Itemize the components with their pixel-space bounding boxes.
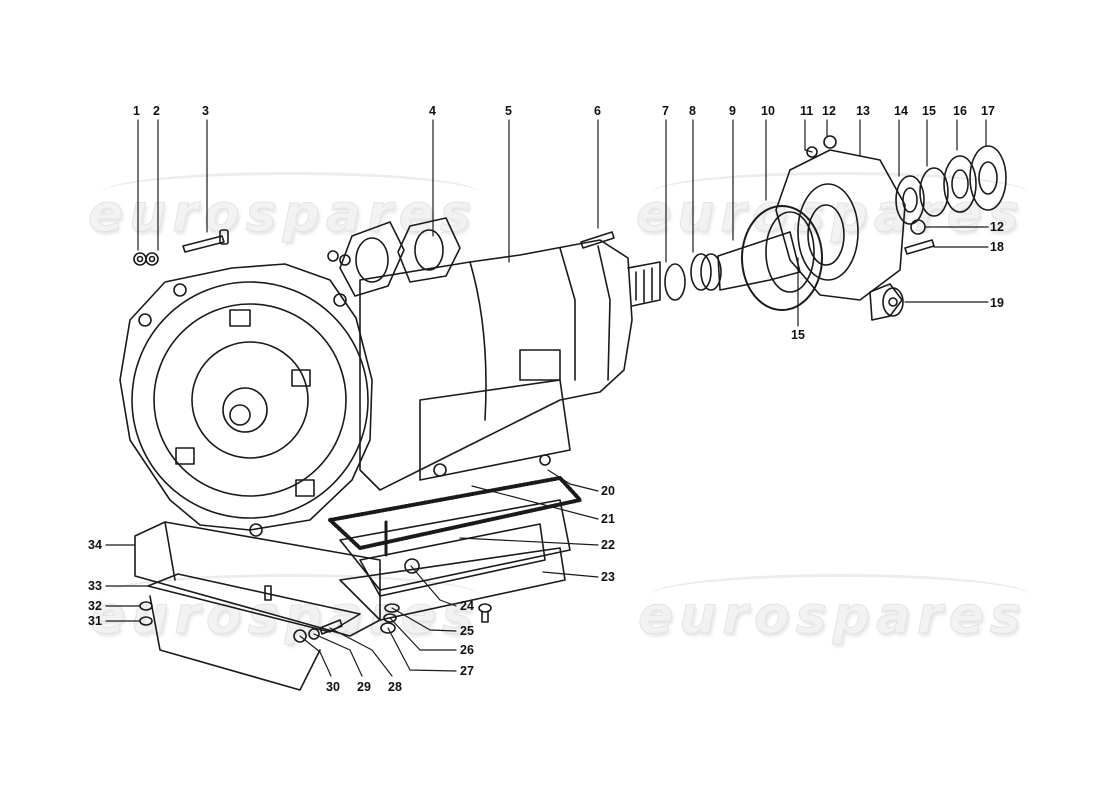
callout-19: 19 — [990, 296, 1004, 310]
extension-housing-13 — [775, 135, 906, 301]
nut-washer-1-2 — [133, 252, 159, 266]
callout-26: 26 — [460, 643, 474, 657]
bearing-seals-14-17 — [895, 145, 1007, 225]
callout-14: 14 — [894, 104, 908, 118]
callout-3: 3 — [202, 104, 209, 118]
callout-31: 31 — [88, 614, 102, 628]
adapter-plate-34-33 — [134, 521, 381, 691]
callout-30: 30 — [326, 680, 340, 694]
callout-25: 25 — [460, 624, 474, 638]
callout-5: 5 — [505, 104, 512, 118]
callout-15b: 15 — [791, 328, 805, 342]
callout-13: 13 — [856, 104, 870, 118]
callout-15: 15 — [922, 104, 936, 118]
flange-gasket-4 — [327, 217, 461, 297]
stud-18 — [904, 239, 935, 255]
callout-29: 29 — [357, 680, 371, 694]
oil-pan-assembly-20-23 — [328, 476, 582, 621]
callout-32: 32 — [88, 599, 102, 613]
callout-24: 24 — [460, 599, 474, 613]
callout-17: 17 — [981, 104, 995, 118]
callout-21: 21 — [601, 512, 615, 526]
bushing-19 — [869, 283, 904, 321]
callout-8: 8 — [689, 104, 696, 118]
transmission-case-5 — [359, 239, 661, 491]
callout-23: 23 — [601, 570, 615, 584]
callout-20: 20 — [601, 484, 615, 498]
callout-10: 10 — [761, 104, 775, 118]
callout-16: 16 — [953, 104, 967, 118]
callout-9: 9 — [729, 104, 736, 118]
callout-1: 1 — [133, 104, 140, 118]
torque-converter-housing — [119, 263, 373, 531]
bolt-3 — [182, 229, 229, 253]
callout-18: 18 — [990, 240, 1004, 254]
nut-12 — [910, 219, 926, 235]
callout-2: 2 — [153, 104, 160, 118]
callout-28: 28 — [388, 680, 402, 694]
callout-34: 34 — [88, 538, 102, 552]
callout-6: 6 — [594, 104, 601, 118]
leader-lines — [105, 119, 989, 677]
callout-33: 33 — [88, 579, 102, 593]
callout-11: 11 — [800, 104, 814, 118]
callout-12: 12 — [822, 104, 836, 118]
stud-6 — [580, 231, 615, 249]
callout-12b: 12 — [990, 220, 1004, 234]
callout-27: 27 — [460, 664, 474, 678]
callout-7: 7 — [662, 104, 669, 118]
callout-22: 22 — [601, 538, 615, 552]
callout-4: 4 — [429, 104, 436, 118]
small-hardware-24-32 — [139, 601, 492, 643]
